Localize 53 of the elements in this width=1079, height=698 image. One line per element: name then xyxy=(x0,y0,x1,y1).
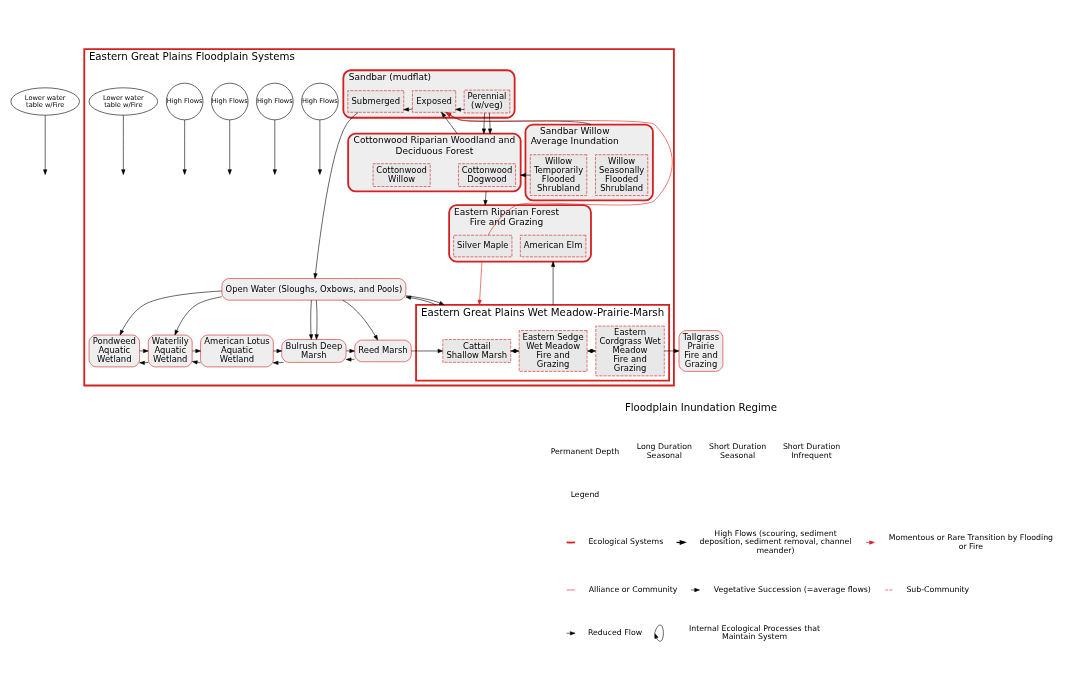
arrow xyxy=(139,360,149,365)
arrow xyxy=(405,295,437,306)
arrow xyxy=(411,348,444,353)
arrow xyxy=(405,295,445,306)
arrow xyxy=(317,119,322,175)
arrow xyxy=(403,107,413,112)
arrow xyxy=(664,348,680,353)
arrow xyxy=(481,112,486,134)
node-box: Tallgrass Prairie Fire and Grazing xyxy=(678,330,724,372)
arrow xyxy=(551,261,556,306)
arrow xyxy=(182,119,187,175)
node-box: Cottonwood Dogwood xyxy=(458,163,516,187)
node-box: Waterlily Aquatic Wetland xyxy=(148,334,193,368)
arrow xyxy=(174,296,223,336)
label: Floodplain Inundation Regime xyxy=(624,401,778,413)
arrow xyxy=(192,360,201,365)
arrow xyxy=(313,112,359,279)
arrow xyxy=(309,299,314,340)
arrow xyxy=(488,112,493,134)
node-box: American Elm xyxy=(520,234,587,258)
node-box: Pondweed Aquatic Wetland xyxy=(88,334,140,368)
node-box: American Lotus Aquatic Wetland xyxy=(200,334,274,368)
arrow xyxy=(273,348,282,353)
arrow xyxy=(455,107,465,112)
arrow xyxy=(342,299,378,341)
node-box: Perennial (w/veg) xyxy=(463,89,511,114)
node-box: Eastern Sedge Wet Meadow Fire and Grazing xyxy=(518,330,588,372)
node-box: Willow Temporarily Flooded Shrubland xyxy=(529,154,588,196)
arrow xyxy=(477,261,483,306)
arrow xyxy=(345,357,355,362)
arrow xyxy=(273,360,284,365)
arrow xyxy=(139,348,149,353)
node-box: Cattail Shallow Marsh xyxy=(442,339,512,363)
node-box: Bulrush Deep Marsh xyxy=(281,339,347,363)
arrow xyxy=(441,112,458,134)
arrow xyxy=(121,114,126,175)
node-box: Cottonwood Willow xyxy=(372,163,431,187)
node-box: Willow Seasonally Flooded Shrubland xyxy=(595,154,649,196)
arrow xyxy=(272,119,277,175)
node-box: Exposed xyxy=(412,90,457,113)
arrow xyxy=(483,191,488,206)
node-box: Silver Maple xyxy=(453,234,513,258)
arrow xyxy=(345,348,355,353)
arrow xyxy=(43,114,48,175)
arrow xyxy=(192,348,201,353)
arrow xyxy=(520,173,531,178)
node-box: Open Water (Sloughs, Oxbows, and Pools) xyxy=(221,278,407,301)
node-box: Reed Marsh xyxy=(354,339,412,363)
node-box: Eastern Cordgrass Wet Meadow Fire and Grazing xyxy=(595,325,665,377)
arrow xyxy=(119,290,223,336)
node-box: Submerged xyxy=(347,90,405,113)
arrow xyxy=(227,119,232,175)
arrow xyxy=(314,299,319,340)
